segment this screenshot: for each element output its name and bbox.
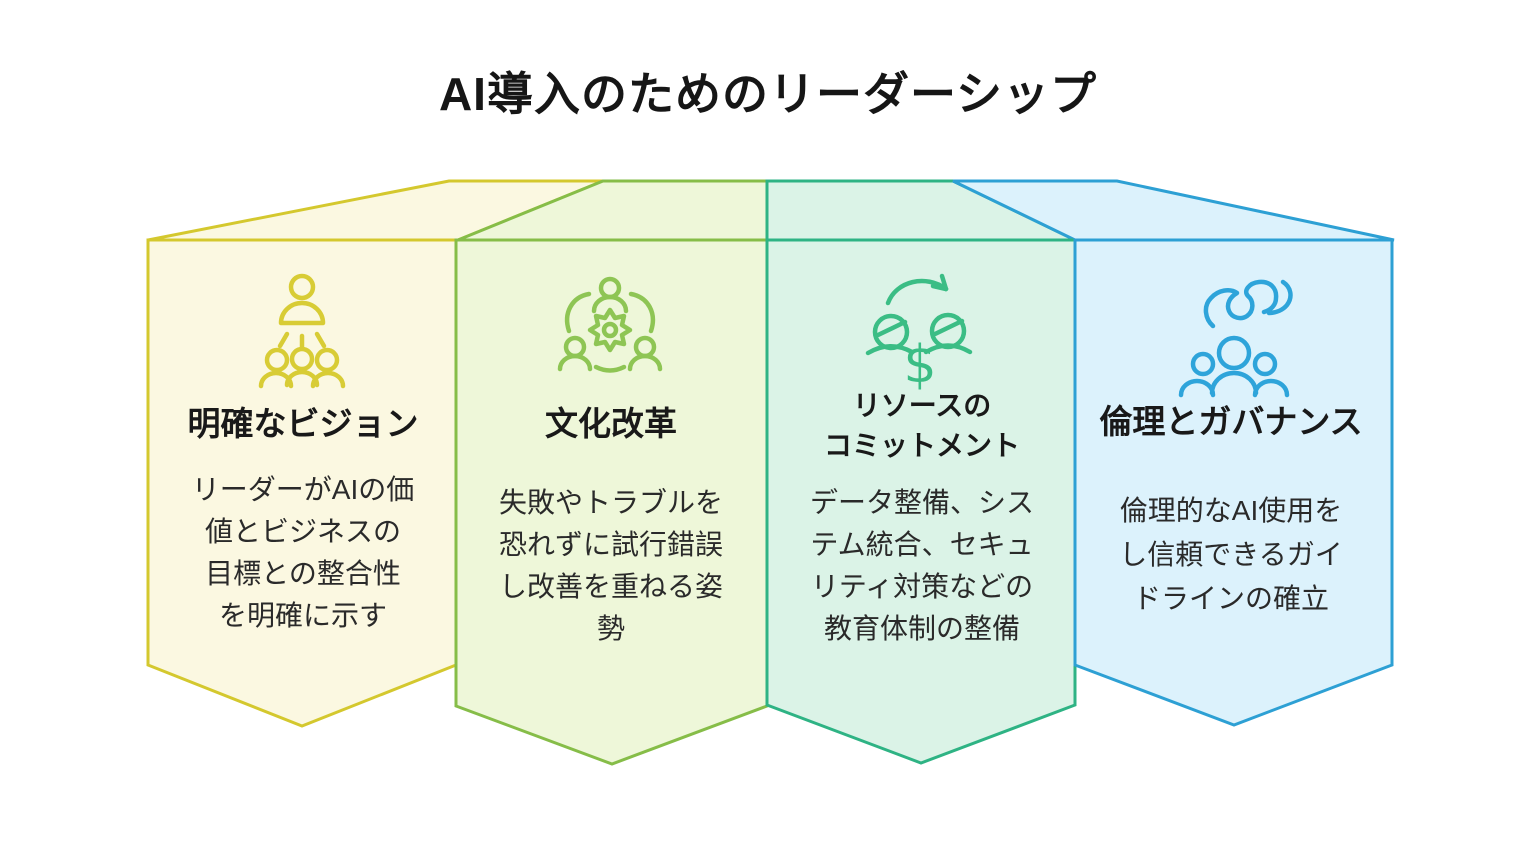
dollar-glyph: $	[903, 335, 936, 395]
card-body-line: を明確に示す	[218, 600, 387, 631]
team-gear-icon	[557, 276, 663, 373]
card4-description: 倫理的なAI使用を し信頼できるガイ ドラインの確立	[1078, 489, 1384, 621]
card3-description: データ整備、シス テム統合、セキュ リティ対策などの 教育体制の整備	[772, 482, 1072, 650]
card-body-line: 勢	[596, 613, 625, 644]
card3-body	[765, 238, 1077, 765]
page-title: AI導入のためのリーダーシップ	[438, 68, 1098, 120]
card4-body	[1073, 238, 1394, 727]
card4-title: 倫理とガバナンス	[1078, 402, 1384, 442]
card1-body	[146, 238, 458, 728]
card-body-line: 目標との整合性	[205, 558, 401, 589]
card-body-line: データ整備、シス	[809, 487, 1034, 518]
card-body-line: 倫理的なAI使用を	[1119, 495, 1343, 526]
card-body-line: リティ対策などの	[810, 571, 1034, 602]
card-roofs	[147, 179, 1395, 242]
card1-title: 明確なビジョン	[153, 404, 453, 444]
leader-team-icon	[258, 273, 346, 389]
card-body-line: 恐れずに試行錯誤	[498, 529, 723, 560]
card-title-line: 倫理とガバナンス	[1099, 403, 1363, 440]
card-body-line: 教育体制の整備	[823, 613, 1020, 644]
coins-transfer-icon: $	[865, 273, 973, 395]
card-title-line: 文化改革	[545, 405, 677, 442]
card-body-line: ドラインの確立	[1132, 583, 1329, 614]
card-body-line: 値とビジネスの	[204, 516, 401, 547]
card-body-line: 失敗やトラブルを	[498, 487, 723, 518]
card2-body	[454, 238, 769, 766]
card2-description: 失敗やトラブルを 恐れずに試行錯誤 し改善を重ねる姿 勢	[461, 482, 761, 650]
card-title-line: コミットメント	[823, 430, 1020, 461]
card-body-line: リーダーがAIの価	[191, 474, 415, 505]
card-body-line: し改善を重ねる姿	[498, 571, 723, 602]
card1-description: リーダーがAIの価 値とビジネスの 目標との整合性 を明確に示す	[153, 469, 453, 637]
hand-over-people-icon	[1178, 279, 1293, 398]
card2-title: 文化改革	[461, 404, 761, 444]
card-title-line: リソースの	[852, 390, 992, 421]
card3-title: リソースの コミットメント	[772, 386, 1072, 466]
card-body-line: テム統合、セキュ	[810, 529, 1034, 560]
card-bodies	[146, 238, 1394, 766]
card-title-line: 明確なビジョン	[187, 405, 419, 442]
card-body-line: し信頼できるガイ	[1119, 539, 1343, 570]
